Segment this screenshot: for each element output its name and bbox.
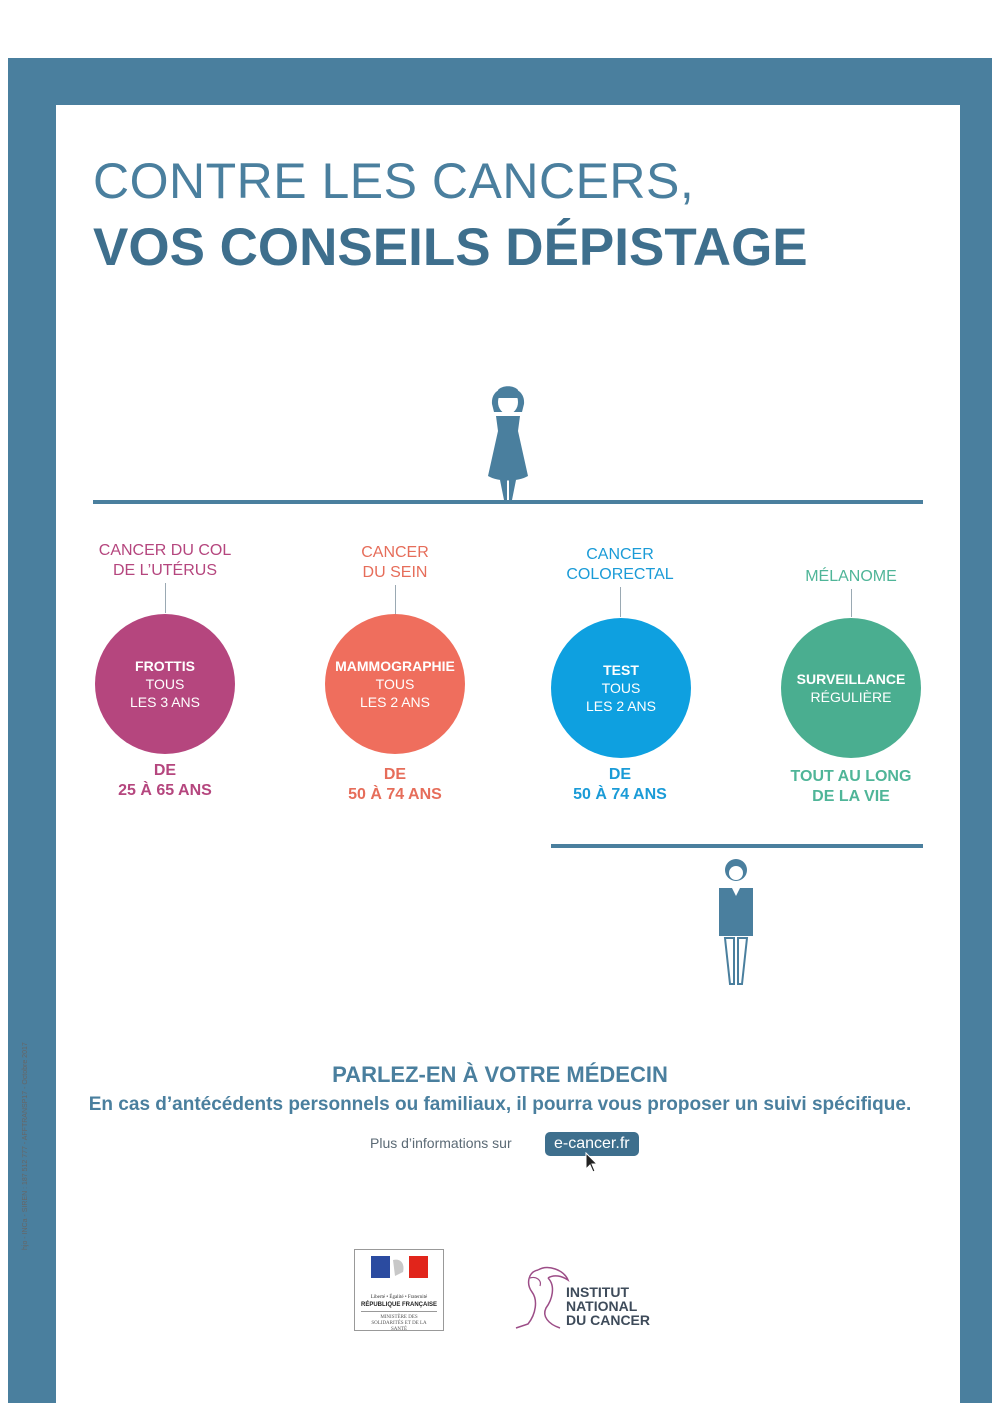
poster-panel <box>56 105 960 1417</box>
exam-name: SURVEILLANCE <box>796 671 906 687</box>
print-reference: hjo - INCa - SIREN : 187 512 777 - AFFTR… <box>22 1042 29 1250</box>
age-prefix: DE <box>153 762 177 779</box>
ministere-text: MINISTÈRE DES SOLIDARITÉS ET DE LA SANTÉ <box>371 1315 427 1332</box>
title-line-2: VOS CONSEILS DÉPISTAGE <box>93 218 808 277</box>
age-value: 50 À 74 ANS <box>573 786 667 803</box>
e-cancer-link[interactable]: e-cancer.fr <box>545 1132 639 1156</box>
circle-colorectal: TEST TOUS LES 2 ANS <box>551 618 691 758</box>
age-value: DE LA VIE <box>812 788 890 805</box>
stem-connector <box>851 589 852 617</box>
age-range-breast: DE 50 À 74 ANS <box>295 765 495 805</box>
age-value: 50 À 74 ANS <box>348 786 442 803</box>
exam-frequency-1: TOUS <box>375 676 415 692</box>
age-range-colorectal: DE 50 À 74 ANS <box>520 765 720 805</box>
stem-connector <box>395 585 396 615</box>
exam-frequency-1: TOUS <box>145 676 185 692</box>
exam-frequency-2: LES 2 ANS <box>359 694 431 710</box>
screening-label-melanoma: MÉLANOME <box>805 568 897 585</box>
exam-name: MAMMOGRAPHIE <box>335 658 455 674</box>
age-range-cervix: DE 25 À 65 ANS <box>65 761 265 801</box>
inca-line-3: DU CANCER <box>566 1312 650 1328</box>
exam-name: FROTTIS <box>135 658 195 674</box>
age-value: 25 À 65 ANS <box>118 782 212 799</box>
woman-icon <box>488 386 528 500</box>
ministry-logo: Liberté • Égalité • Fraternité RÉPUBLIQU… <box>354 1249 444 1332</box>
exam-frequency-2: LES 2 ANS <box>585 698 657 714</box>
exam-frequency-1: RÉGULIÈRE <box>810 689 892 705</box>
screening-label-colorectal: CANCER COLORECTAL <box>566 546 674 583</box>
men-line <box>551 844 923 848</box>
age-prefix: DE <box>383 766 407 783</box>
screening-label-breast: CANCER DU SEIN <box>361 544 429 581</box>
exam-frequency-1: TOUS <box>601 680 641 696</box>
inca-line-1: INSTITUT <box>566 1284 629 1300</box>
screening-label-cervix: CANCER DU COL DE L’UTÉRUS <box>98 542 232 579</box>
republique-text: RÉPUBLIQUE FRANÇAISE <box>360 1302 437 1308</box>
age-prefix: TOUT AU LONG <box>790 768 912 785</box>
inca-wordmark: INSTITUT NATIONAL DU CANCER <box>566 1285 650 1327</box>
advice-text: En cas d’antécédents personnels ou famil… <box>88 1094 912 1115</box>
inca-logo-icon <box>515 1266 570 1329</box>
age-range-melanoma: TOUT AU LONG DE LA VIE <box>751 767 951 807</box>
inca-line-2: NATIONAL <box>566 1298 638 1314</box>
circle-melanoma: SURVEILLANCE RÉGULIÈRE <box>781 618 921 758</box>
exam-frequency-2: LES 3 ANS <box>129 694 201 710</box>
cursor-icon <box>585 1152 599 1173</box>
marianne-flag-icon <box>371 1256 428 1278</box>
age-prefix: DE <box>608 766 632 783</box>
stem-connector <box>165 583 166 613</box>
exam-name: TEST <box>603 662 639 678</box>
more-info-text: Plus d’informations sur <box>370 1135 512 1151</box>
circle-breast: MAMMOGRAPHIE TOUS LES 2 ANS <box>325 614 465 754</box>
title-line-1: CONTRE LES CANCERS, <box>93 153 695 209</box>
devise-text: Liberté • Égalité • Fraternité <box>370 1295 428 1300</box>
stem-connector <box>620 587 621 617</box>
talk-to-doctor-heading: PARLEZ-EN À VOTRE MÉDECIN <box>332 1062 668 1087</box>
man-icon <box>719 859 753 985</box>
women-line <box>93 500 923 504</box>
circle-cervix: FROTTIS TOUS LES 3 ANS <box>95 614 235 754</box>
